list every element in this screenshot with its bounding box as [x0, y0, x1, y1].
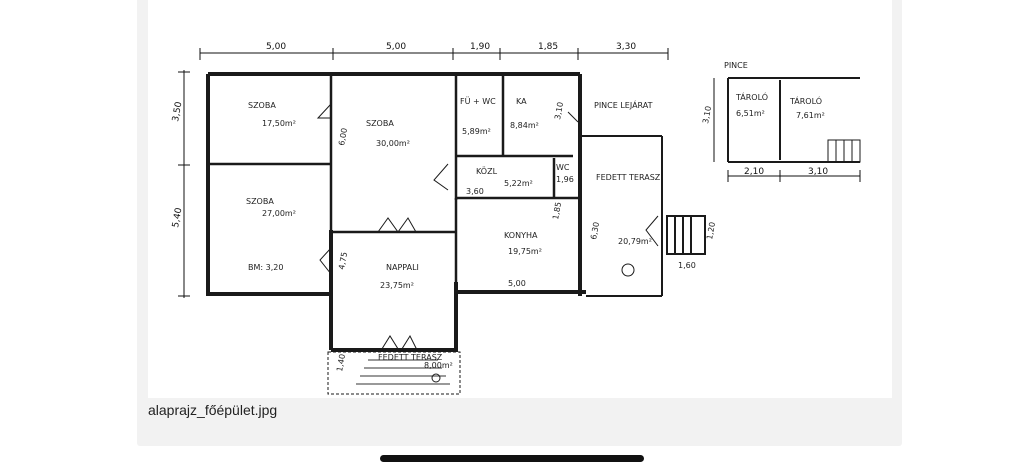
dim-140: 1,40 — [335, 353, 347, 372]
room-fedett-name: FEDETT TERASZ — [596, 173, 661, 182]
terrace-walls — [580, 135, 706, 297]
room-wc-area: 5,89m² — [462, 127, 491, 136]
entrance-symbol — [431, 373, 441, 383]
file-name-caption[interactable]: alaprajz_főépület.jpg — [148, 402, 278, 418]
top-dimension-line — [199, 48, 669, 60]
room-wc2-area: 1,96 — [556, 175, 574, 184]
dim-top-5: 3,30 — [616, 42, 636, 52]
room-terasz-area: 8,00m² — [424, 361, 453, 370]
pince-dim-2: 3,10 — [808, 167, 828, 177]
pince-walls — [727, 77, 860, 163]
room-szoba2-area: 30,00m² — [376, 139, 410, 148]
pince-dim-1: 2,10 — [744, 167, 764, 177]
pince-room1-area: 6,51m² — [736, 109, 765, 118]
pince-lejarat-note: PINCE LEJÁRAT — [594, 99, 653, 110]
height-310: 3,10 — [553, 101, 565, 120]
room-nappali-area: 23,75m² — [380, 281, 414, 290]
room-fedett-area: 20,79m² — [618, 237, 652, 246]
room-konyha-name: KONYHA — [504, 231, 538, 240]
floor-plan-image[interactable]: 5,00 5,00 1,90 1,85 3,30 3,50 5,40 — [148, 0, 892, 398]
room-konyha-area: 19,75m² — [508, 247, 542, 256]
pince-height: 3,10 — [701, 105, 713, 124]
room-kozl-name: KÖZL — [476, 166, 498, 176]
height-600: 6,00 — [337, 127, 349, 146]
terrace-table-symbol — [621, 263, 635, 277]
room-wc-name: FÜ + WC — [460, 96, 496, 106]
pince-title: PINCE — [724, 61, 748, 70]
home-indicator[interactable] — [380, 455, 644, 462]
room-wc2-name: WC — [556, 163, 570, 172]
room-szoba2-name: SZOBA — [366, 119, 394, 128]
dim-160: 1,60 — [678, 261, 696, 270]
dim-185: 1,85 — [551, 201, 563, 220]
height-475: 4,75 — [337, 251, 349, 270]
dim-120: 1,20 — [705, 221, 717, 240]
dim-top-2: 5,00 — [386, 42, 406, 52]
pince-room1-name: TÁROLÓ — [735, 91, 768, 102]
ceiling-height-note: BM: 3,20 — [248, 263, 283, 272]
dim-360: 3,60 — [466, 187, 484, 196]
room-szoba3-area: 27,00m² — [262, 209, 296, 218]
entrance-stairs — [356, 359, 450, 385]
pince-room2-name: TÁROLÓ — [789, 95, 822, 106]
room-nappali-name: NAPPALI — [386, 263, 419, 272]
room-kamra-name: KA — [516, 97, 527, 106]
room-szoba1-area: 17,50m² — [262, 119, 296, 128]
room-kamra-area: 8,84m² — [510, 121, 539, 130]
room-szoba1-name: SZOBA — [248, 101, 276, 110]
door-swings — [316, 103, 659, 353]
room-kozl-area: 5,22m² — [504, 179, 533, 188]
dim-top-3: 1,90 — [470, 42, 490, 52]
pince-stairs — [827, 139, 861, 163]
height-630: 6,30 — [589, 221, 601, 240]
outer-walls — [206, 72, 586, 352]
dim-top-1: 5,00 — [266, 42, 286, 52]
pince-room2-area: 7,61m² — [796, 111, 825, 120]
dim-top-4: 1,85 — [538, 42, 558, 52]
dim-500: 5,00 — [508, 279, 526, 288]
dim-left-2: 5,40 — [171, 207, 184, 229]
room-szoba3-name: SZOBA — [246, 197, 274, 206]
interior-walls — [210, 74, 580, 292]
dim-left-1: 3,50 — [171, 101, 184, 123]
floor-plan-drawing: 5,00 5,00 1,90 1,85 3,30 3,50 5,40 — [171, 42, 861, 395]
pince-dimension-lines — [713, 78, 861, 182]
room-terasz-name: FEDETT TERASZ — [378, 353, 443, 362]
left-dimension-line — [178, 70, 190, 298]
entrance-terrace — [327, 351, 461, 395]
